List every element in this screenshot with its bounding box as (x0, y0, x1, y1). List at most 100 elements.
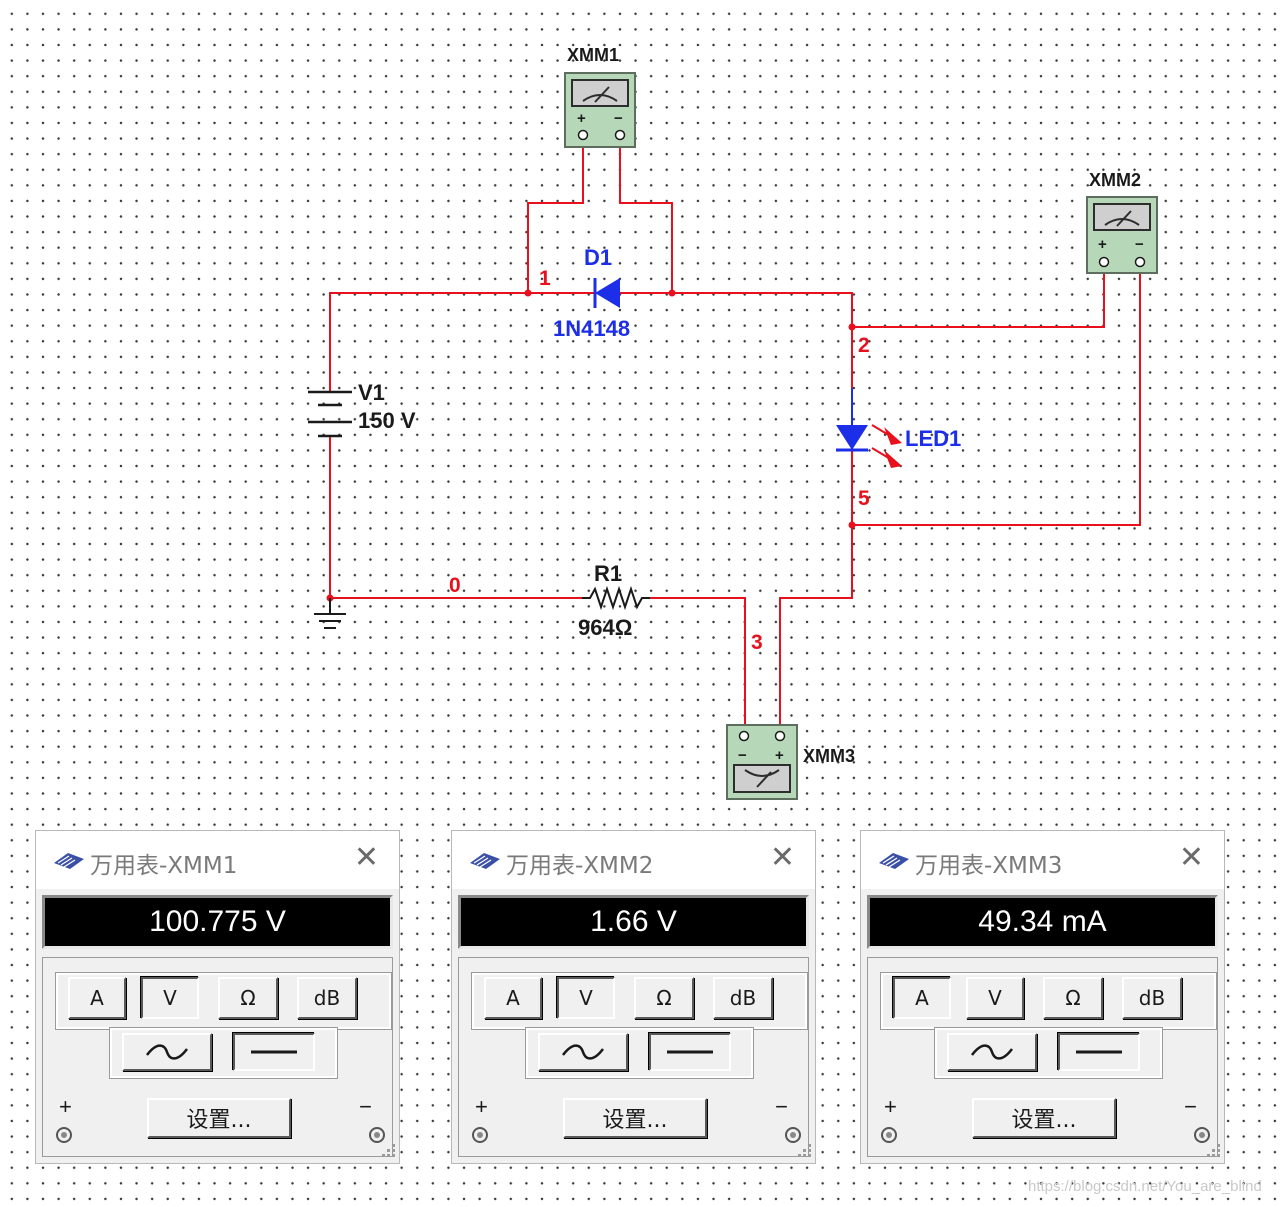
window-title: 万用表-XMM3 (915, 853, 1063, 879)
negative-terminal-label: − (1184, 1094, 1197, 1119)
reading-display: 1.66 V (458, 895, 809, 949)
net-label-3: 3 (751, 631, 763, 654)
resize-grip-icon[interactable] (793, 1141, 813, 1161)
ac-mode-button[interactable] (947, 1033, 1037, 1071)
mode-decibel-button[interactable]: dB (713, 977, 773, 1019)
settings-button[interactable]: 设置... (563, 1098, 707, 1138)
mode-voltmeter-button[interactable]: V (557, 977, 615, 1019)
dc-mode-button[interactable] (233, 1033, 315, 1071)
multimeter-app-icon (54, 853, 84, 869)
xmm1-label: XMM1 (567, 45, 620, 65)
close-icon[interactable]: ✕ (353, 840, 379, 875)
junctions (326, 289, 856, 602)
gauge-needle-icon (744, 769, 780, 788)
mode-voltmeter-button[interactable]: V (141, 977, 199, 1019)
battery-v1-symbol[interactable] (308, 390, 352, 438)
svg-text:+: + (775, 747, 784, 764)
multimeter-window-xmm3[interactable]: 万用表-XMM3 ✕ 49.34 mA A V Ω dB + − 设置... (860, 830, 1225, 1164)
gauge-needle-icon (1104, 210, 1140, 227)
wire-xmm1-minus[interactable] (619, 143, 673, 293)
negative-terminal-icon[interactable] (368, 1126, 386, 1144)
xmm1-instrument-icon[interactable]: + − (564, 72, 636, 148)
junction-dot (848, 323, 856, 331)
signal-type-group (934, 1027, 1163, 1079)
wires (329, 143, 1141, 735)
net-label-2: 2 (858, 334, 870, 357)
meter-gauge (571, 79, 629, 107)
svg-text:−: − (614, 110, 623, 127)
svg-text:+: + (1098, 236, 1107, 253)
wire-net-1-left[interactable] (329, 292, 595, 392)
gauge-needle-icon (582, 86, 618, 103)
wire-xmm3-to-led[interactable] (779, 525, 853, 735)
positive-terminal-icon[interactable] (880, 1126, 898, 1144)
ground-symbol[interactable] (314, 598, 346, 629)
window-title: 万用表-XMM2 (506, 853, 654, 879)
window-titlebar[interactable]: 万用表-XMM2 ✕ (452, 831, 815, 889)
positive-terminal-label: + (475, 1094, 488, 1119)
diode-d1-symbol[interactable] (593, 278, 620, 308)
settings-button[interactable]: 设置... (972, 1098, 1116, 1138)
resize-grip-icon[interactable] (1202, 1141, 1222, 1161)
mode-ohmmeter-button[interactable]: Ω (218, 977, 278, 1019)
mode-ohmmeter-button[interactable]: Ω (634, 977, 694, 1019)
dc-mode-button[interactable] (1058, 1033, 1140, 1071)
mode-ammeter-button[interactable]: A (68, 977, 126, 1019)
mode-decibel-button[interactable]: dB (1122, 977, 1182, 1019)
negative-terminal-label: − (359, 1094, 372, 1119)
net-label-0: 0 (449, 574, 461, 597)
window-titlebar[interactable]: 万用表-XMM3 ✕ (861, 831, 1224, 889)
v1-name-label: V1 (358, 380, 385, 405)
mode-decibel-button[interactable]: dB (297, 977, 357, 1019)
led1-name-label: LED1 (905, 426, 962, 451)
dc-line-icon (667, 1050, 713, 1054)
xmm2-instrument-icon[interactable]: + − (1086, 196, 1158, 274)
wire-xmm2-plus[interactable] (852, 268, 1105, 328)
controls-panel: A V Ω dB + − 设置... (42, 957, 393, 1157)
negative-terminal-label: − (775, 1094, 788, 1119)
led-led1-symbol[interactable] (836, 388, 902, 468)
mode-ohmmeter-button[interactable]: Ω (1043, 977, 1103, 1019)
dc-mode-button[interactable] (649, 1033, 731, 1071)
negative-terminal-icon[interactable] (1193, 1126, 1211, 1144)
resize-grip-icon[interactable] (377, 1141, 397, 1161)
dc-line-icon (251, 1050, 297, 1054)
window-title: 万用表-XMM1 (90, 853, 238, 879)
multimeter-window-xmm2[interactable]: 万用表-XMM2 ✕ 1.66 V A V Ω dB + − 设置... (451, 830, 816, 1164)
reading-display: 100.775 V (42, 895, 393, 949)
controls-panel: A V Ω dB + − 设置... (458, 957, 809, 1157)
negative-terminal-icon[interactable] (784, 1126, 802, 1144)
xmm3-label: XMM3 (803, 746, 856, 766)
sine-wave-icon (562, 1044, 604, 1060)
sine-wave-icon (971, 1044, 1013, 1060)
r1-name-label: R1 (594, 561, 623, 586)
positive-terminal-icon[interactable] (471, 1126, 489, 1144)
mode-ammeter-button[interactable]: A (484, 977, 542, 1019)
close-icon[interactable]: ✕ (769, 840, 795, 875)
meter-gauge (733, 764, 791, 793)
mode-ammeter-button[interactable]: A (893, 977, 951, 1019)
v1-value-label: 150 V (358, 408, 416, 433)
close-icon[interactable]: ✕ (1178, 840, 1204, 875)
window-titlebar[interactable]: 万用表-XMM1 ✕ (36, 831, 399, 889)
mode-voltmeter-button[interactable]: V (966, 977, 1024, 1019)
wire-xmm1-plus[interactable] (527, 143, 584, 293)
multimeter-window-xmm1[interactable]: 万用表-XMM1 ✕ 100.775 V A V Ω dB + − 设置... (35, 830, 400, 1164)
xmm3-instrument-icon[interactable]: − + (726, 724, 798, 800)
multimeter-app-icon (470, 853, 500, 869)
sine-wave-icon (146, 1044, 188, 1060)
signal-type-group (525, 1027, 754, 1079)
wire-net-2-top[interactable] (620, 292, 853, 388)
ac-mode-button[interactable] (122, 1033, 212, 1071)
multimeter-app-icon (879, 853, 909, 869)
wire-net-3[interactable] (650, 597, 746, 735)
wire-xmm2-minus[interactable] (852, 268, 1141, 526)
net-label-1: 1 (539, 267, 551, 290)
settings-button[interactable]: 设置... (147, 1098, 291, 1138)
signal-type-group (109, 1027, 338, 1079)
ac-mode-button[interactable] (538, 1033, 628, 1071)
meter-terminals: + − (577, 110, 626, 141)
resistor-r1-symbol[interactable] (582, 585, 650, 611)
positive-terminal-icon[interactable] (55, 1126, 73, 1144)
